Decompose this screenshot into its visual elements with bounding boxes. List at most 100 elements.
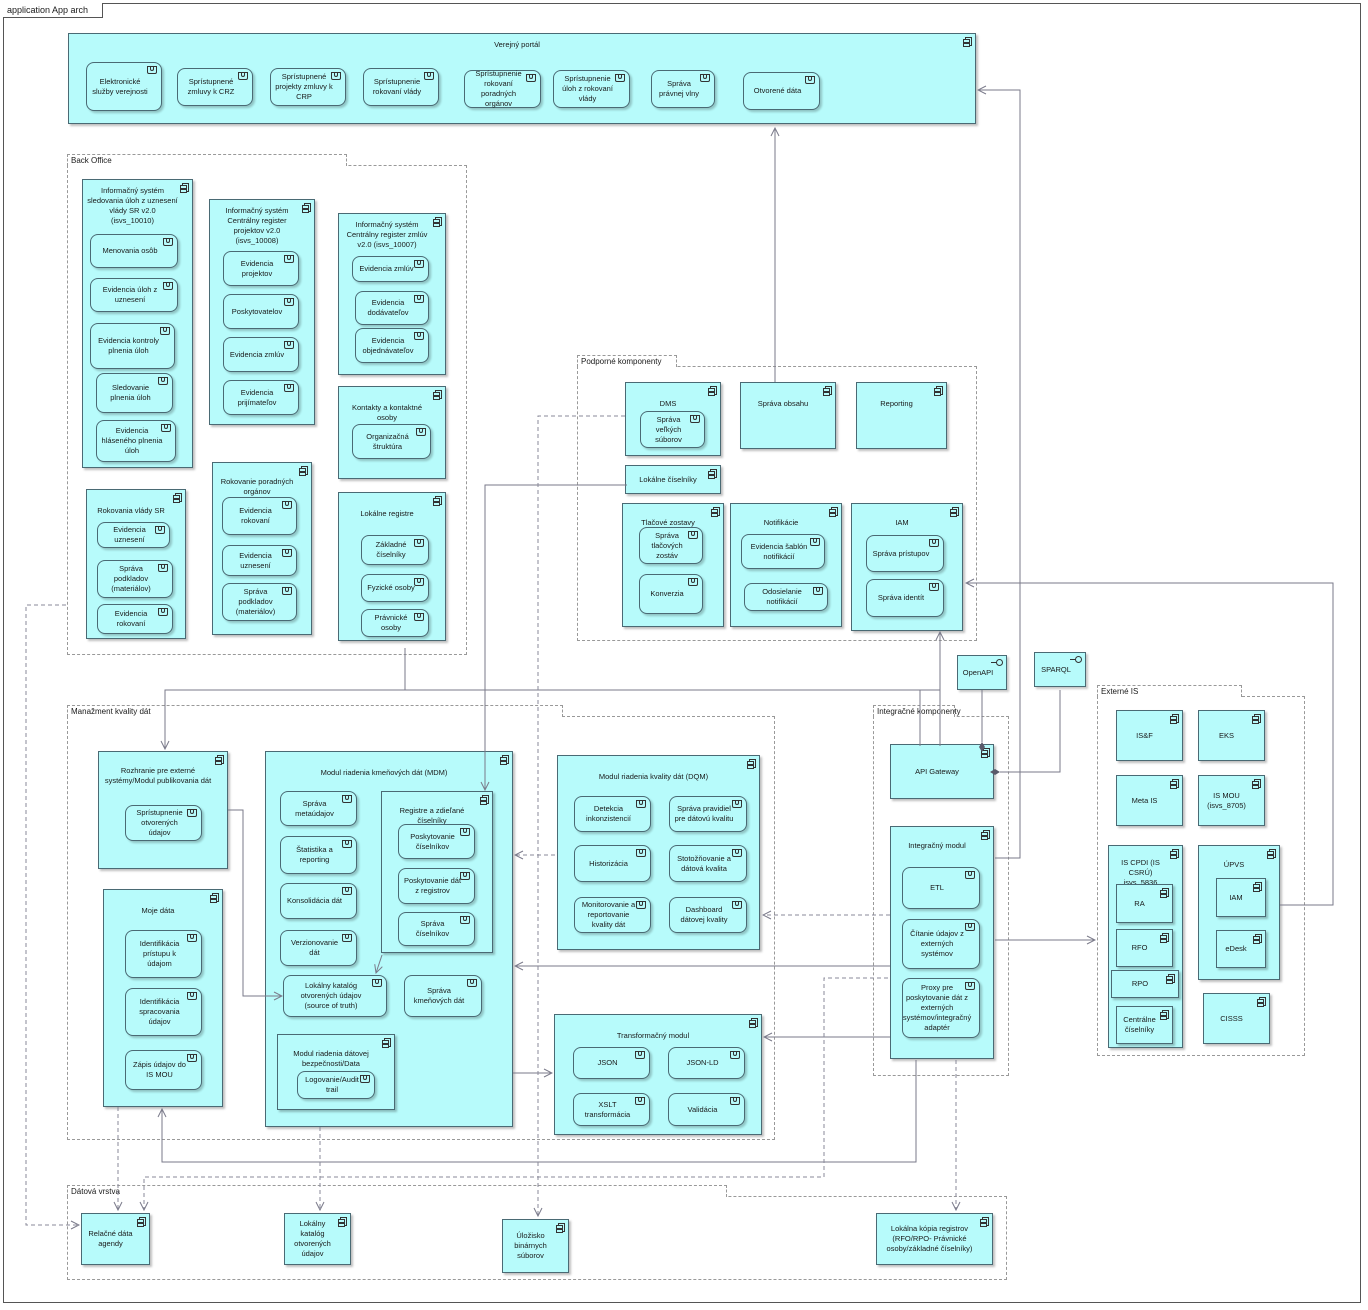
cisss-component[interactable]: CISSS — [1203, 993, 1270, 1044]
lokalne-registre-service[interactable]: Základné číselníky — [361, 535, 429, 565]
iam-service[interactable]: Správa prístupov — [866, 535, 944, 572]
is-ulohy-service[interactable]: Menovania osôb — [90, 234, 178, 268]
group-integracne-label: Integračné komponenty — [873, 705, 961, 717]
tlacove-service[interactable]: Konverzia — [639, 574, 703, 614]
transformacny-service[interactable]: XSLT transformácia — [573, 1093, 650, 1126]
dqm-service[interactable]: Monitorovanie a reportovanie kvality dát — [574, 897, 651, 933]
rokovania-vlady-service[interactable]: Evidencia uznesení — [97, 522, 170, 548]
kontakty-service[interactable]: Organizačná štruktúra — [352, 424, 431, 459]
notifikacie-service[interactable]: Evidencia šablón notifikácií — [741, 534, 825, 569]
vp-service[interactable]: Otvorené dáta — [743, 72, 820, 110]
registre-service[interactable]: Správa číselníkov — [398, 912, 475, 946]
integracny-service[interactable]: ETL — [902, 867, 980, 909]
service-icon — [161, 424, 171, 432]
vp-service[interactable]: Správa právnej vlny — [651, 70, 715, 108]
group-podporne — [577, 366, 977, 641]
dms-service[interactable]: Správa veľkých súborov — [640, 411, 705, 448]
upvs-iam-component[interactable]: IAM — [1216, 878, 1266, 917]
rpo-component[interactable]: RPO — [1111, 970, 1179, 998]
is-crp-service[interactable]: Evidencia projektov — [223, 251, 299, 286]
sparql-interface[interactable]: SPARQL — [1034, 652, 1086, 687]
vp-service[interactable]: Sprístupnenie úloh z rokovaní vlády — [553, 70, 630, 108]
edesk-component[interactable]: eDesk — [1216, 930, 1266, 968]
service-icon — [730, 1097, 740, 1105]
moje-data-service[interactable]: Identifikácia spracovania údajov — [125, 988, 202, 1036]
service-icon — [690, 415, 700, 423]
api-gateway-component[interactable]: API Gateway — [890, 744, 994, 799]
lokalna-kopia-component[interactable]: Lokálna kópia registrov (RFO/RPO- Právni… — [876, 1213, 993, 1265]
vp-service[interactable]: Sprístupnené zmluvy k CRZ — [177, 68, 253, 106]
lokalne-registre-service[interactable]: Fyzické osoby — [361, 574, 429, 602]
is-crz-service[interactable]: Evidencia dodávateľov — [355, 291, 429, 325]
registre-service[interactable]: Poskytovanie dát z registrov — [398, 868, 475, 904]
bezpecnost-service[interactable]: Logovanie/Audit trail — [297, 1071, 375, 1099]
mdm-service[interactable]: Lokálny katalóg otvorených údajov (sourc… — [283, 975, 387, 1017]
vp-service[interactable]: Sprístupnenie rokovaní vlády — [363, 68, 439, 106]
mdm-service[interactable]: Správa metaúdajov — [280, 791, 357, 826]
component-icon — [433, 496, 442, 506]
ra-component[interactable]: RA — [1116, 884, 1173, 923]
service-icon — [187, 934, 197, 942]
is-crp-service[interactable]: Poskytovatelov — [223, 294, 299, 329]
vp-service[interactable]: Sprístupnenie rokovaní poradných orgánov — [464, 69, 541, 108]
transformacny-service[interactable]: JSON-LD — [668, 1047, 745, 1079]
integracny-service[interactable]: Proxy pre poskytovanie dát z externých s… — [902, 978, 980, 1038]
service-icon — [810, 538, 820, 546]
is-mou-component[interactable]: IS MOU (isvs_8705) — [1198, 775, 1265, 826]
mdm-service[interactable]: Správa kmeňových dát — [404, 975, 482, 1017]
rfo-component[interactable]: RFO — [1116, 929, 1173, 967]
openapi-interface[interactable]: OpenAPI — [957, 655, 1007, 690]
is-ulohy-service[interactable]: Sledovanie plnenia úloh — [96, 373, 173, 413]
rokovania-vlady-service[interactable]: Správa podkladov (materiálov) — [97, 560, 173, 598]
rokovania-vlady-service[interactable]: Evidencia rokovaní — [97, 604, 173, 634]
is-ulohy-service[interactable]: Evidencia kontroly plnenia úloh — [90, 323, 175, 369]
vp-service[interactable]: Elektronické služby verejnosti — [86, 62, 162, 111]
integracny-service[interactable]: Čítanie údajov z externých systémov — [902, 919, 980, 969]
service-icon — [282, 501, 292, 509]
relacne-data-component[interactable]: Relačné dáta agendy — [81, 1213, 150, 1265]
is-ulohy-service[interactable]: Evidencia hláseného plnenia úloh — [96, 420, 176, 462]
reporting-component[interactable]: Reporting — [856, 382, 947, 449]
interface-icon — [1070, 656, 1082, 663]
moje-data-service[interactable]: Zápis údajov do IS MOU — [125, 1050, 202, 1090]
service-icon — [929, 539, 939, 547]
notifikacie-service[interactable]: Odosielanie notifikácií — [744, 583, 828, 611]
dqm-service[interactable]: Správa pravidiel pre dátovú kvalitu — [669, 796, 747, 832]
is-crz-service[interactable]: Evidencia zmlúv — [352, 256, 429, 282]
is-crp-service[interactable]: Evidencia zmlúv — [223, 337, 299, 372]
dqm-service[interactable]: Historizácia — [574, 845, 651, 882]
service-icon — [414, 260, 424, 268]
meta-is-component[interactable]: Meta IS — [1116, 775, 1183, 826]
service-icon — [732, 901, 742, 909]
transformacny-service[interactable]: Validácia — [668, 1093, 745, 1126]
registre-service[interactable]: Poskytovanie číselníkov — [398, 824, 475, 859]
rokovanie-porad-service[interactable]: Správa podkladov (materiálov) — [222, 583, 297, 621]
vp-service[interactable]: Sprístupnené projekty zmluvy k CRP — [270, 68, 346, 106]
isf-component[interactable]: IS&F — [1116, 710, 1183, 761]
ulozisko-component[interactable]: Úložisko binárnych súborov — [502, 1219, 569, 1273]
rokovanie-porad-service[interactable]: Evidencia uznesení — [222, 545, 297, 576]
is-crz-service[interactable]: Evidencia objednávateľov — [355, 328, 429, 363]
iam-service[interactable]: Správa identít — [866, 579, 944, 617]
is-crp-service[interactable]: Evidencia prijímateľov — [223, 380, 299, 415]
dqm-service[interactable]: Detekcia inkonzistencií — [574, 796, 651, 832]
service-icon — [284, 298, 294, 306]
lokalny-katalog-component[interactable]: Lokálny katalóg otvorených údajov — [284, 1213, 351, 1265]
moje-data-service[interactable]: Identifikácia prístupu k údajom — [125, 930, 202, 978]
dqm-service[interactable]: Stotožňovanie a dátová kvalita — [669, 845, 747, 882]
lokalne-ciselniky-component[interactable]: Lokálne číselníky — [625, 465, 721, 494]
rokovanie-porad-service[interactable]: Evidencia rokovaní — [222, 497, 297, 535]
mdm-service[interactable]: Štatistika a reporting — [280, 836, 357, 874]
tlacove-service[interactable]: Správa tlačových zostáv — [639, 527, 703, 564]
group-externe-label: Externé IS — [1097, 685, 1242, 697]
transformacny-service[interactable]: JSON — [573, 1047, 650, 1079]
eks-component[interactable]: EKS — [1198, 710, 1265, 761]
dqm-service[interactable]: Dashboard dátovej kvality — [669, 897, 747, 933]
sprava-obsahu-component[interactable]: Správa obsahu — [740, 382, 836, 449]
lokalne-registre-service[interactable]: Právnické osoby — [361, 609, 429, 637]
rozhranie-service[interactable]: Sprístupnenie otvorených údajov — [125, 805, 202, 841]
is-ulohy-service[interactable]: Evidencia úloh z uznesení — [90, 278, 178, 312]
mdm-service[interactable]: Verzionovanie dát — [280, 930, 357, 966]
mdm-service[interactable]: Konsolidácia dát — [280, 883, 357, 919]
centralne-ciselniky-component[interactable]: Centrálne číselníky — [1116, 1006, 1173, 1044]
